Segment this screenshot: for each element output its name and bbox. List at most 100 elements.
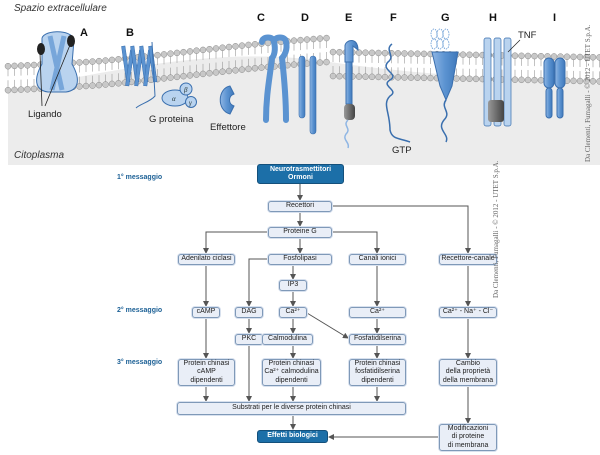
lipid-head bbox=[596, 78, 600, 85]
lipid-head bbox=[466, 75, 473, 83]
lipid-head bbox=[30, 85, 38, 93]
copyright-credit: Da Clementi, Fumagalli - © 2012 - UTET S… bbox=[584, 24, 592, 162]
node-receptors: Recettori bbox=[268, 201, 332, 212]
receptor-g bbox=[431, 51, 459, 102]
lipid-head bbox=[381, 49, 389, 57]
g-protein-subunit-label: β bbox=[183, 86, 188, 94]
lipid-head bbox=[76, 59, 83, 66]
lipid-head bbox=[193, 47, 200, 54]
receptor-letter-b: B bbox=[126, 27, 134, 39]
extracellular-label: Spazio extracellulare bbox=[14, 3, 107, 14]
receptor-letter-e: E bbox=[345, 12, 353, 24]
lipid-head bbox=[4, 86, 12, 94]
lipid-head bbox=[401, 50, 408, 57]
lipid-head bbox=[524, 52, 532, 60]
lipid-head bbox=[11, 62, 18, 70]
lipid-head bbox=[17, 86, 25, 93]
node-phospholipase: Fosfolipasi bbox=[268, 254, 332, 265]
lipid-head bbox=[199, 70, 207, 78]
ligand-label: Ligando bbox=[28, 109, 62, 120]
lipid-head bbox=[115, 56, 122, 63]
receptor-g-subunit bbox=[436, 38, 444, 50]
lipid-head bbox=[290, 37, 298, 44]
lipid-head bbox=[375, 49, 382, 57]
lipid-head bbox=[225, 67, 233, 75]
lipid-head bbox=[17, 62, 25, 69]
lipid-head bbox=[206, 69, 213, 77]
lipid-head bbox=[316, 35, 324, 42]
level-second-messenger: 2° messaggio bbox=[117, 307, 163, 314]
lipid-head bbox=[414, 50, 421, 57]
node-calcium-1: Ca²⁺ bbox=[279, 307, 307, 318]
level-first-messenger: 1° messaggio bbox=[117, 174, 163, 181]
lipid-head bbox=[336, 72, 343, 80]
lipid-head bbox=[232, 43, 239, 50]
lipid-head bbox=[355, 49, 363, 56]
lipid-head bbox=[251, 65, 259, 72]
lipid-head bbox=[329, 72, 337, 80]
lipid-head bbox=[238, 66, 246, 73]
lipid-head bbox=[11, 86, 18, 94]
level-third-messenger: 3° messaggio bbox=[117, 359, 163, 366]
receptor-d bbox=[309, 55, 317, 135]
lipid-head bbox=[414, 74, 421, 81]
membrane-proteins: αβγ bbox=[36, 28, 566, 149]
ligand-pointer bbox=[39, 44, 71, 107]
g-protein-subunit-label: γ bbox=[189, 99, 192, 107]
lipid-head bbox=[95, 57, 103, 65]
receptor-letter-f: F bbox=[390, 12, 397, 24]
g-protein-label: G proteina bbox=[149, 114, 194, 125]
lipid-head bbox=[459, 51, 467, 58]
lipid-head bbox=[394, 74, 402, 81]
node-pkc: PKC bbox=[235, 334, 263, 345]
lipid-head bbox=[180, 72, 187, 80]
receptor-letter-g: G bbox=[441, 12, 450, 24]
receptor-letter-a: A bbox=[80, 27, 88, 39]
lipid-head bbox=[193, 71, 200, 78]
arrow-gproteins-to-channels bbox=[332, 231, 380, 254]
node-camp: cAMP bbox=[192, 307, 220, 318]
receptor-h-adapter bbox=[488, 100, 504, 122]
lipid-head bbox=[186, 72, 194, 79]
receptor-g-subunit bbox=[442, 38, 450, 50]
lipid-head bbox=[115, 80, 122, 87]
arrow-gproteins-to-adenylate bbox=[203, 231, 268, 254]
lipid-head bbox=[186, 48, 194, 55]
lipid-head bbox=[420, 50, 428, 58]
arrow-calcium-to-phosphatidylserine bbox=[306, 312, 349, 339]
lipid-head bbox=[368, 49, 376, 57]
lipid-head bbox=[102, 57, 109, 64]
lipid-head bbox=[316, 59, 324, 66]
arrow-receptors-to-receptor-channel bbox=[332, 205, 471, 254]
lipid-head bbox=[251, 41, 259, 48]
lipid-head bbox=[245, 65, 252, 73]
lipid-head bbox=[570, 77, 577, 85]
lipid-head bbox=[89, 58, 96, 65]
node-pk-calmodulin: Protein chinasi Ca²⁺ calmodulina dipende… bbox=[262, 359, 321, 386]
lipid-head bbox=[583, 77, 590, 85]
lipid-head bbox=[472, 51, 480, 59]
effector-protein bbox=[219, 85, 235, 115]
lipid-head bbox=[160, 51, 168, 58]
lipid-head bbox=[199, 46, 207, 54]
g-protein-beta bbox=[179, 82, 193, 96]
lipid-head bbox=[563, 53, 571, 60]
lipid-head bbox=[596, 54, 600, 61]
lipid-head bbox=[375, 73, 382, 81]
lipid-head bbox=[264, 39, 272, 47]
lipid-head bbox=[95, 81, 103, 89]
node-adenylate-cyclase: Adenilato ciclasi bbox=[178, 254, 235, 265]
lipid-head bbox=[472, 75, 480, 83]
node-calcium-2: Ca²⁺ bbox=[349, 307, 406, 318]
lipid-head bbox=[24, 86, 31, 93]
receptor-h-chain bbox=[503, 37, 512, 127]
lipid-head bbox=[108, 80, 116, 88]
lipid-head bbox=[362, 73, 369, 80]
lipid-head bbox=[427, 74, 434, 82]
lipid-head bbox=[225, 43, 233, 51]
ligand-molecule bbox=[37, 43, 45, 55]
node-membrane-protein-modification: Modificazioni di proteine di membrana bbox=[439, 424, 497, 451]
tnf-label: TNF bbox=[518, 30, 537, 41]
node-pk-camp: Protein chinasi cAMP dipendenti bbox=[178, 359, 235, 386]
